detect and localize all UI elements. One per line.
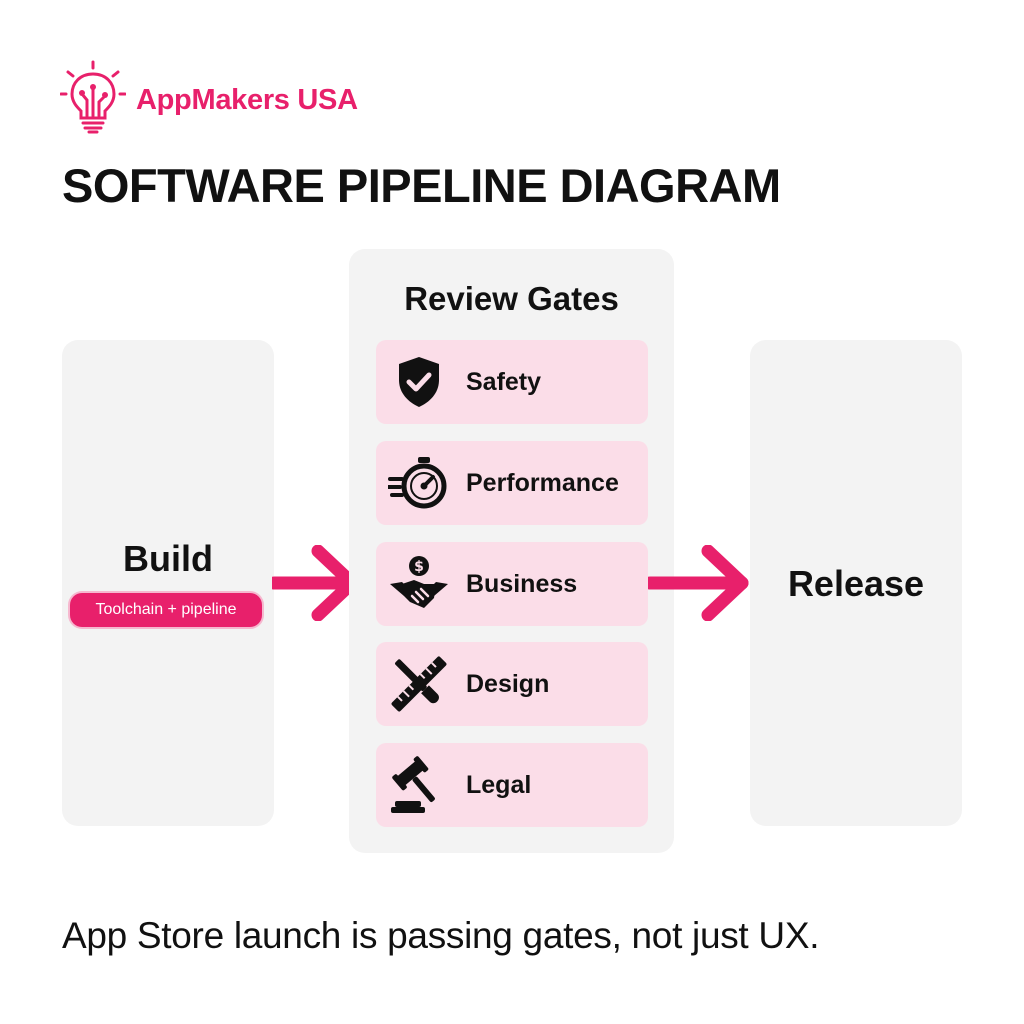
arrow-review-to-release <box>643 544 752 626</box>
build-stage-title: Build <box>123 538 213 579</box>
gate-design: Design <box>376 642 648 726</box>
gate-business: $ Business <box>376 542 648 626</box>
gate-legal: Legal <box>376 743 648 827</box>
release-stage-panel <box>750 340 962 826</box>
gate-label: Business <box>466 569 578 598</box>
gavel-icon <box>388 754 450 816</box>
gate-label: Performance <box>466 468 619 497</box>
gate-safety: Safety <box>376 340 648 424</box>
gate-label: Safety <box>466 367 542 396</box>
brand-header: AppMakers USA <box>59 60 358 141</box>
review-gates-title: Review Gates <box>404 280 619 317</box>
brand-name: AppMakers USA <box>136 84 358 116</box>
gate-label: Legal <box>466 770 532 799</box>
gate-performance: Performance <box>376 441 648 525</box>
tagline: App Store launch is passing gates, not j… <box>62 915 820 956</box>
lightbulb-circuit-icon <box>59 60 127 141</box>
handshake-dollar-icon: $ <box>388 553 450 615</box>
stopwatch-icon <box>388 452 450 514</box>
gate-label: Design <box>466 669 550 698</box>
release-stage-title: Release <box>787 563 925 604</box>
build-stage-panel <box>62 340 274 826</box>
shield-check-icon <box>388 351 450 413</box>
svg-text:$: $ <box>414 559 424 575</box>
build-toolchain-pill: Toolchain + pipeline <box>70 593 262 627</box>
ruler-brush-icon <box>388 653 450 715</box>
page-title: SOFTWARE PIPELINE DIAGRAM <box>62 159 781 212</box>
